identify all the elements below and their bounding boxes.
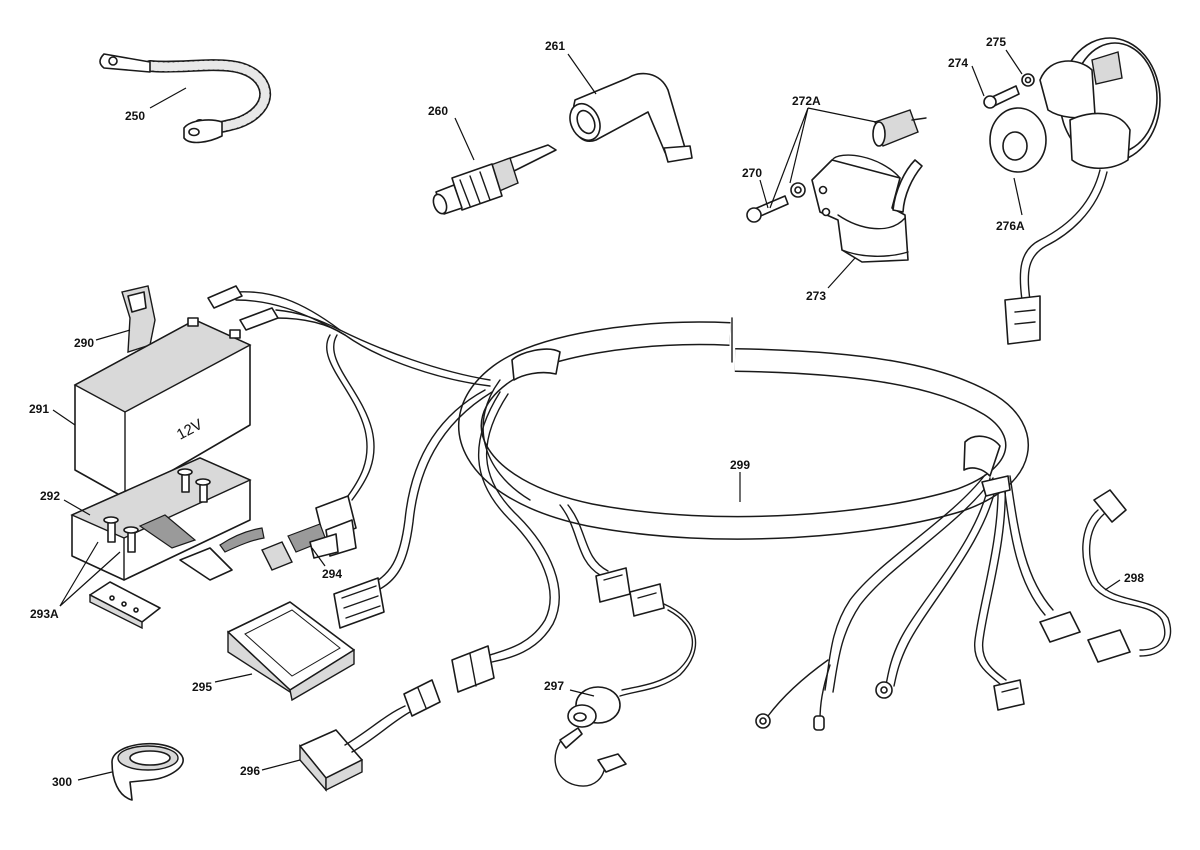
fuse-connectors	[261, 495, 357, 571]
callout-270: 270	[742, 166, 762, 180]
spark-plug-cap	[569, 72, 693, 163]
callout-290: 290	[74, 336, 94, 350]
mounting-plate	[89, 581, 161, 630]
callout-275: 275	[986, 35, 1006, 49]
callout-261: 261	[545, 39, 565, 53]
insulating-tape	[111, 742, 184, 801]
stator-connector	[1004, 295, 1041, 345]
stator-screw	[983, 85, 1020, 109]
coil-spacer	[872, 109, 927, 147]
regulator-screws	[103, 468, 211, 553]
callout-292: 292	[40, 489, 60, 503]
callout-294: 294	[322, 567, 342, 581]
multi-pin-connector	[333, 577, 385, 629]
callout-296: 296	[240, 764, 260, 778]
callout-labels: 250 260 261 270 272A 273 274 275 276A 29…	[29, 35, 1144, 789]
stator	[989, 37, 1161, 301]
leader-lines	[52, 49, 1121, 781]
ignition-switch	[554, 567, 697, 787]
callout-299: 299	[730, 458, 750, 472]
callout-274: 274	[948, 56, 968, 70]
callout-298: 298	[1124, 571, 1144, 585]
cdi-unit	[227, 601, 355, 702]
callout-276a: 276A	[996, 219, 1025, 233]
callout-273: 273	[806, 289, 826, 303]
battery-terminal-connectors	[207, 285, 279, 331]
callout-297: 297	[544, 679, 564, 693]
connector-lead	[993, 489, 1172, 711]
stator-washer	[1021, 73, 1035, 87]
callout-300: 300	[52, 775, 72, 789]
callout-272a: 272A	[792, 94, 821, 108]
callout-291: 291	[29, 402, 49, 416]
relay-connector	[299, 645, 495, 792]
ignition-coil	[811, 154, 923, 263]
ground-cable	[99, 53, 272, 144]
coil-bolt	[746, 195, 789, 223]
callout-260: 260	[428, 104, 448, 118]
spark-plug	[432, 144, 557, 215]
main-wiring-harness	[235, 291, 1054, 731]
callout-295: 295	[192, 680, 212, 694]
coil-washer	[790, 182, 806, 198]
callout-250: 250	[125, 109, 145, 123]
battery: 12V	[73, 317, 252, 499]
callout-293a: 293A	[30, 607, 59, 621]
battery-strap	[121, 285, 156, 353]
